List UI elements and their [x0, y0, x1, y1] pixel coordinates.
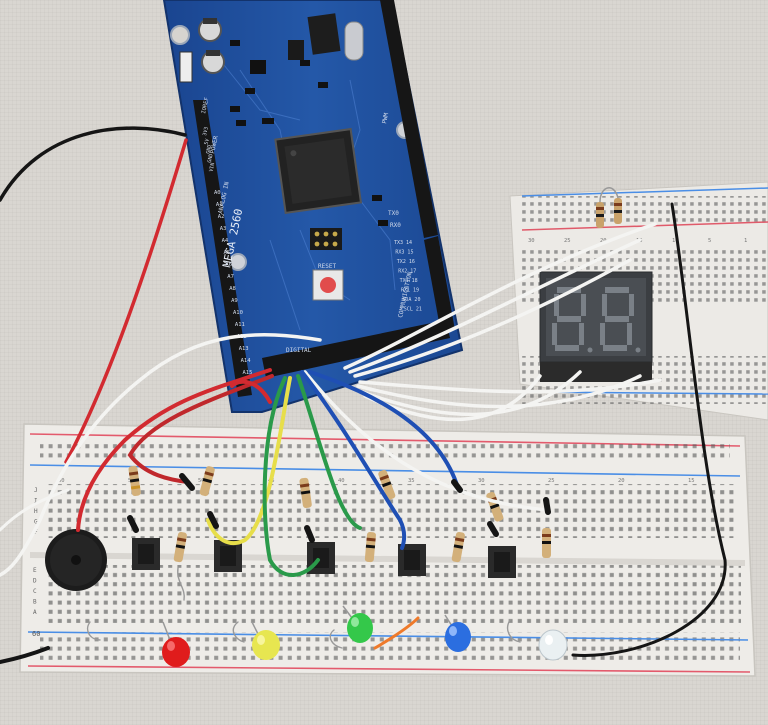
analog-pin-label: A0: [214, 190, 221, 196]
row-letter: B: [33, 599, 37, 606]
row-letter: C: [33, 588, 37, 595]
analog-pin-label: A7: [227, 274, 234, 280]
push-button-4[interactable]: [398, 544, 426, 576]
column-mark: 15: [688, 478, 695, 484]
power-pin-label: GND: [207, 153, 215, 163]
row-letter: I: [34, 498, 38, 505]
comm-pin-label: RX2 17: [398, 269, 416, 275]
switch: [179, 51, 193, 83]
buzzer-icon: [45, 529, 107, 591]
analog-pin-label: A5: [224, 250, 231, 256]
comm-pin-label: RX3 15: [395, 250, 413, 256]
small-column-mark: 20: [600, 238, 607, 244]
reset-button[interactable]: [312, 269, 344, 301]
analog-pin-label: A9: [231, 298, 238, 304]
led-yellow: [251, 621, 280, 660]
wires: [0, 126, 727, 664]
analog-pin-label: A13: [239, 346, 249, 352]
rx-label: RX0: [390, 222, 401, 229]
led-clear: [538, 629, 568, 661]
analog-pin-label: A2: [218, 214, 225, 220]
comm-pin-label: SDA 20: [402, 297, 420, 303]
digital-label: DIGITAL: [286, 347, 312, 354]
analog-pin-label: A3: [220, 226, 227, 232]
column-mark: 30: [478, 478, 485, 484]
small-column-mark: 30: [528, 238, 535, 244]
smd-components: [230, 40, 388, 226]
column-mark: 50: [198, 478, 205, 484]
analog-pin-label: A8: [229, 286, 236, 292]
column-mark: 35: [408, 478, 415, 484]
push-buttons: [132, 538, 516, 578]
analog-pin-label: A11: [235, 322, 245, 328]
row-letter: F: [34, 529, 38, 536]
push-button-2[interactable]: [214, 540, 242, 572]
icsp-header: [310, 228, 342, 250]
column-mark: 40: [338, 478, 345, 484]
small-column-mark: 10: [672, 238, 679, 244]
power-pin-label: 3V3: [202, 126, 210, 136]
analog-pin-label: A4: [222, 238, 229, 244]
resistors: [128, 465, 551, 563]
column-mark: 25: [548, 478, 555, 484]
arduino-mega-board: MEGA 2560 RESET IOREF POWER ANALOG IN PW…: [162, 0, 464, 413]
comm-pin-labels: TX3 14 RX3 15 TX2 16 RX2 17 TX1 18 RX1 19 SDA …: [394, 240, 422, 313]
ioref-label: IOREF: [201, 97, 210, 114]
analog-pin-label: A1: [216, 202, 223, 208]
led-green: [342, 605, 373, 643]
analog-header: [193, 100, 252, 397]
power-pin-label: GND: [205, 144, 213, 154]
bottom-digital-header: [262, 320, 450, 378]
row-letter: A: [33, 609, 37, 616]
comm-pin-label: TX2 16: [397, 259, 415, 265]
breadboard-corner-number: 60: [32, 630, 40, 638]
tx-label: TX0: [388, 210, 399, 217]
column-mark: 20: [618, 478, 625, 484]
comm-pin-label: RX1 19: [401, 288, 419, 294]
digital-header: [380, 0, 455, 333]
push-button-5[interactable]: [488, 546, 516, 578]
led-red: [162, 621, 190, 667]
comm-pin-label: TX1 18: [400, 278, 418, 284]
pwm-label: PWM: [381, 112, 390, 124]
reset-label: RESET: [318, 263, 336, 270]
usb-chip: [307, 13, 341, 55]
small-column-mark: 1: [744, 238, 747, 244]
row-letter: E: [33, 567, 37, 574]
power-pin-label: VIN: [208, 162, 216, 172]
comm-pin-label: SCL 21: [404, 307, 422, 313]
row-letter: H: [34, 508, 38, 515]
small-board-resistors: [596, 187, 622, 228]
column-mark: 60: [58, 478, 65, 484]
analog-pin-label: A14: [241, 358, 252, 364]
small-column-mark: 25: [564, 238, 571, 244]
small-column-mark: 5: [708, 238, 711, 244]
analog-pin-label: A10: [233, 310, 243, 316]
row-letter: D: [33, 578, 37, 585]
comm-pin-label: TX3 14: [394, 240, 412, 246]
power-pin-label: 5V: [204, 138, 211, 145]
capacitors: [198, 18, 225, 74]
analog-pin-label: A15: [243, 370, 253, 376]
seven-segment-display-icon: [539, 271, 653, 382]
power-label: POWER: [209, 135, 220, 155]
led-blue: [444, 614, 471, 652]
push-button-1[interactable]: [132, 538, 160, 570]
analog-pin-label: A6: [225, 262, 232, 268]
row-letter: G: [34, 519, 38, 526]
row-letter: J: [34, 487, 38, 494]
mcu-chip: [274, 127, 363, 215]
crystal: [344, 21, 364, 61]
leds: [162, 605, 568, 667]
